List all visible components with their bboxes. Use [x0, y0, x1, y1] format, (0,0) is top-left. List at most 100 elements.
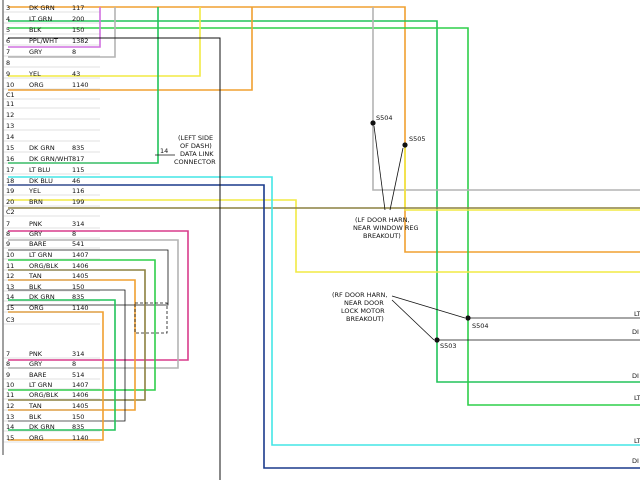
lf-note-line-1: (LF DOOR HARN, — [355, 216, 410, 224]
wire-navy-18 — [8, 184, 640, 469]
circuit-number: 835 — [72, 293, 84, 301]
circuit-number: 1140 — [72, 81, 89, 89]
pin-number: 13 — [6, 283, 14, 291]
wire-green-lt — [8, 20, 640, 383]
circuit-number: 115 — [72, 166, 84, 174]
circuit-number: 314 — [72, 350, 84, 358]
data-link-line-4: CONNECTOR — [174, 158, 216, 166]
pin-number: C1 — [6, 91, 15, 99]
circuit-number: 150 — [72, 26, 84, 34]
twisted-pair-box — [134, 302, 168, 334]
circuit-number: 199 — [72, 198, 84, 206]
pin-number: 7 — [6, 350, 10, 358]
right-stub-4: LT — [634, 394, 640, 402]
wire-color-label: BLK — [29, 283, 42, 291]
wire-green-dk — [8, 27, 640, 406]
rf-note-line-2: NEAR DOOR — [344, 299, 384, 307]
wire-color-label: PPL/WHT — [29, 37, 58, 45]
circuit-number: 150 — [72, 283, 84, 291]
loop-ltgrn-c2 — [8, 259, 156, 391]
pin-number: 20 — [6, 198, 14, 206]
circuit-number: 1140 — [72, 434, 89, 442]
circuit-number: 835 — [72, 423, 84, 431]
wire-color-label: TAN — [28, 402, 42, 410]
circuit-number: 835 — [72, 144, 84, 152]
splice-dot-s503 — [434, 337, 440, 343]
right-stub-3: DI — [632, 372, 639, 380]
circuit-number: 1406 — [72, 391, 89, 399]
wire-black-bus — [8, 37, 221, 480]
pin-number: 10 — [6, 381, 14, 389]
wire-yellow-s505 — [404, 145, 640, 211]
pin-number: 12 — [6, 272, 14, 280]
pin-number: 15 — [6, 434, 14, 442]
splice-label-s504b: S504 — [472, 322, 489, 330]
pin-number: 14 — [6, 133, 14, 141]
data-link-label: (LEFT SIDE OF DASH) DATA LINK CONNECTOR — [174, 134, 216, 166]
circuit-number: 116 — [72, 187, 84, 195]
wire-color-label: DK GRN — [29, 144, 55, 152]
splice-dot-s505 — [402, 142, 408, 148]
pin-number: 15 — [6, 144, 14, 152]
wire-color-label: LT GRN — [29, 381, 52, 389]
pin-number: C2 — [6, 208, 15, 216]
circuit-number: 514 — [72, 371, 84, 379]
data-link-line-3: DATA LINK — [180, 150, 214, 158]
wire-orange-10 — [8, 7, 253, 91]
wire-yellow-9 — [8, 7, 201, 77]
wire-color-label: PNK — [29, 350, 43, 358]
pin-number: 4 — [6, 15, 10, 23]
wire-color-label: BARE — [29, 371, 47, 379]
pin-number: 15 — [6, 304, 14, 312]
data-link-line-2: OF DASH) — [180, 142, 212, 150]
circuit-number: 1140 — [72, 304, 89, 312]
wire-gray-s504 — [372, 7, 640, 191]
pin-number: 17 — [6, 166, 14, 174]
wire-color-label: GRY — [29, 360, 42, 368]
pin-number: 13 — [6, 413, 14, 421]
pin-number: 3 — [6, 4, 10, 12]
rf-note-line-3: LOCK MOTOR — [341, 307, 385, 315]
pin-number: 9 — [6, 371, 10, 379]
loop-dkgrn-c2 — [8, 299, 116, 431]
arrow-rf-1 — [391, 295, 466, 319]
right-stub-5: LT — [634, 437, 640, 445]
lf-note-line-2: NEAR WINDOW REG — [353, 224, 418, 232]
circuit-number: 1382 — [72, 37, 89, 45]
splice-label-s505: S505 — [409, 135, 426, 143]
arrow-lf-1 — [373, 125, 386, 211]
circuit-number: 8 — [72, 230, 76, 238]
wire-color-label: ORG/BLK — [29, 391, 59, 399]
wire-color-label: TAN — [28, 272, 42, 280]
circuit-number: 8 — [72, 48, 76, 56]
pin-number: 9 — [6, 240, 10, 248]
circuit-number: 1407 — [72, 251, 89, 259]
splice-label-s503: S503 — [440, 342, 457, 350]
wire-color-label: ORG — [29, 304, 44, 312]
pin-number: 14 — [6, 423, 14, 431]
right-stub-2: DI — [632, 328, 639, 336]
wire-color-label: DK GRN — [29, 423, 55, 431]
pin-number: 5 — [6, 26, 10, 34]
wire-color-label: DK GRN/WHT — [29, 155, 72, 163]
data-link-line-1: (LEFT SIDE — [178, 134, 213, 142]
wire-color-label: LT GRN — [29, 251, 52, 259]
harness-wires — [8, 6, 640, 469]
pin-number: 9 — [6, 70, 10, 78]
pin-number: 11 — [6, 100, 14, 108]
circuit-number: 117 — [72, 4, 84, 12]
wire-color-label: YEL — [28, 187, 41, 195]
right-stub-1: LT — [634, 310, 640, 318]
circuit-number: 1405 — [72, 402, 89, 410]
rf-note-line-1: (RF DOOR HARN, — [332, 291, 387, 299]
pin-number: 10 — [6, 81, 14, 89]
pin-number: C3 — [6, 316, 15, 324]
pin-number: 11 — [6, 262, 14, 270]
circuit-number: 43 — [72, 70, 80, 78]
pin-number: 16 — [6, 155, 14, 163]
data-link-pin: 14 — [160, 147, 168, 155]
lf-note-line-3: BREAKOUT) — [363, 232, 401, 240]
pin-number: 8 — [6, 230, 10, 238]
splice-dot-s504b — [465, 315, 471, 321]
